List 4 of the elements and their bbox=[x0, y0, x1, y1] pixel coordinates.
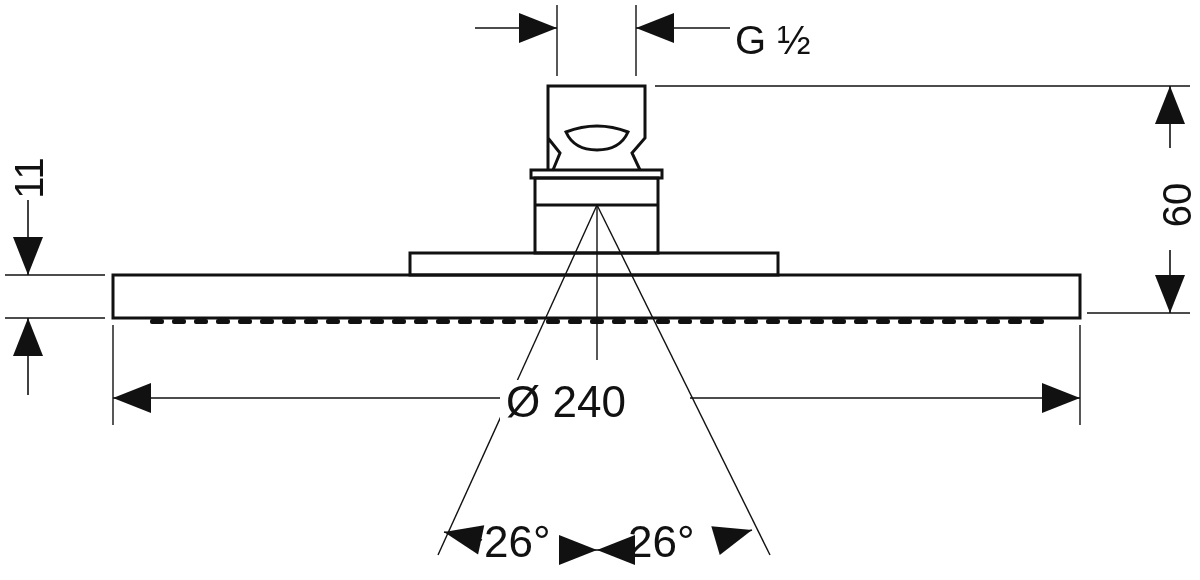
dimension-label: G ½ bbox=[735, 20, 811, 60]
dimension-label: 11 bbox=[8, 157, 49, 199]
dimension-label: 60 bbox=[1157, 182, 1198, 228]
dimension-label: 26° bbox=[484, 520, 551, 564]
